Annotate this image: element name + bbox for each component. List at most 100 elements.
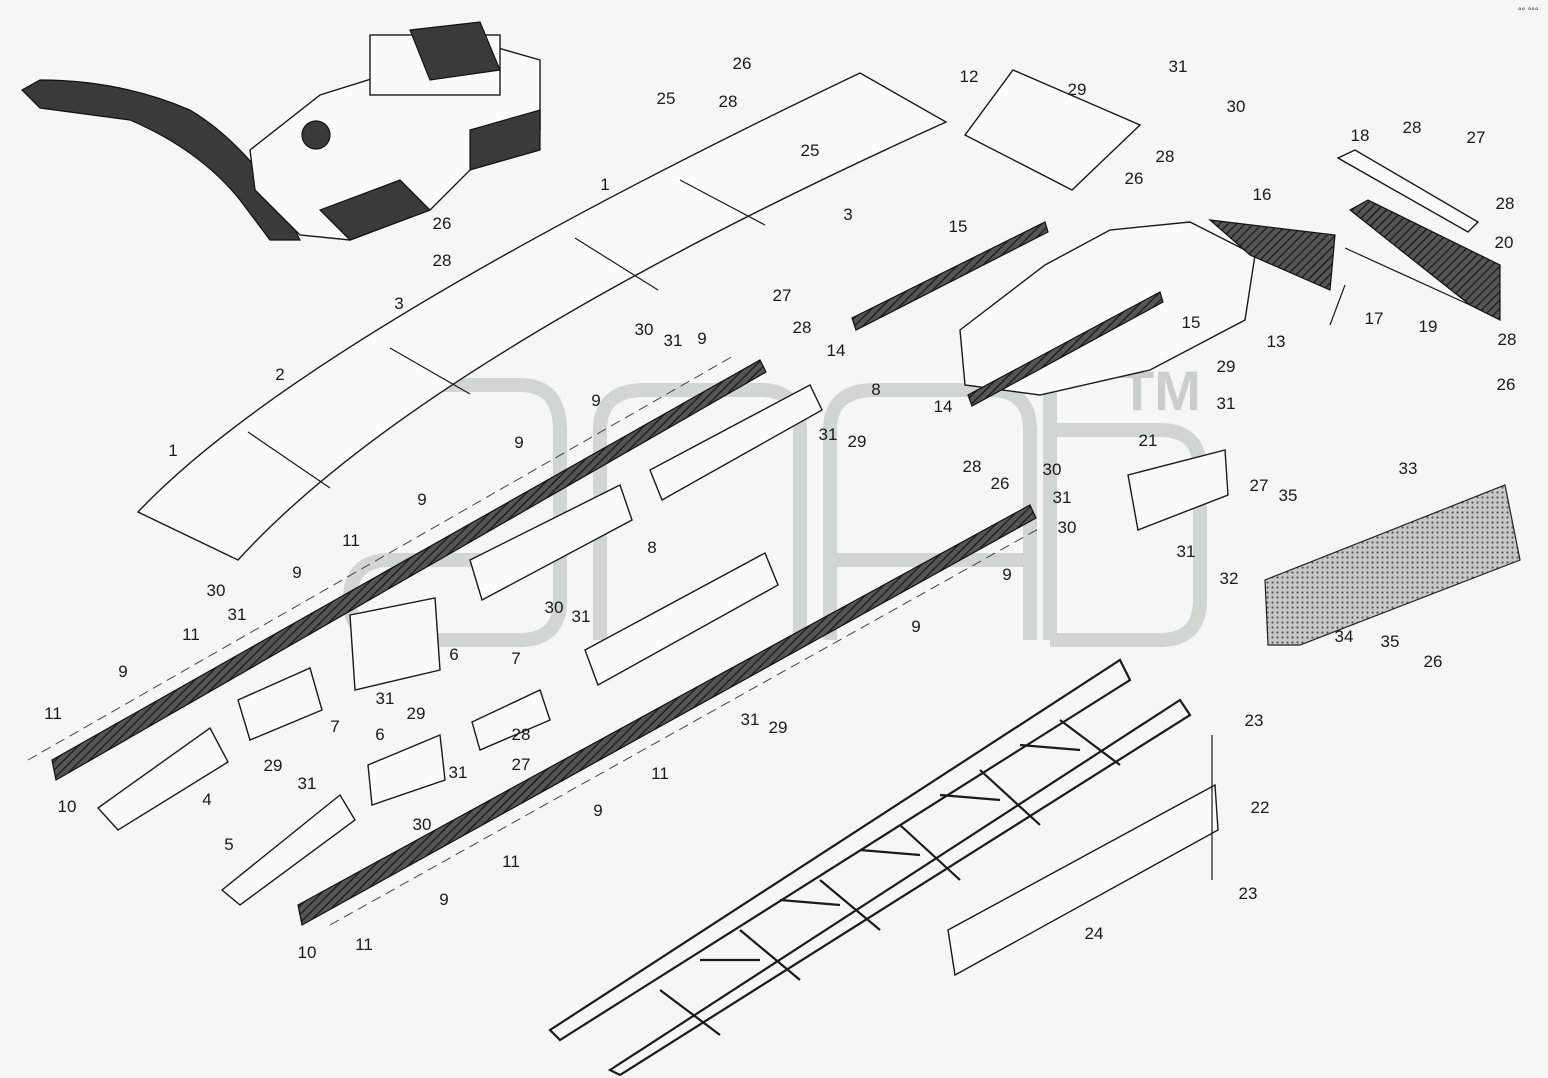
callout-label: 31: [1217, 394, 1236, 413]
callout-label: 28: [963, 457, 982, 476]
callout-label: 6: [449, 645, 458, 664]
callout-label: 9: [911, 617, 920, 636]
callout-label: 8: [647, 538, 656, 557]
callout-label: 30: [1227, 97, 1246, 116]
callout-label: 18: [1351, 126, 1370, 145]
callout-label: 13: [1267, 332, 1286, 351]
callout-label: 29: [769, 718, 788, 737]
callout-label: 30: [1058, 518, 1077, 537]
callout-label: 26: [1125, 169, 1144, 188]
part-4-bracket: [96, 726, 229, 831]
callout-label: 9: [514, 433, 523, 452]
part-6-bracket-upper: [349, 597, 441, 691]
callout-label: 11: [651, 764, 669, 783]
callout-label: 28: [1496, 194, 1515, 213]
callout-label: 35: [1279, 486, 1298, 505]
callout-label: 29: [407, 704, 426, 723]
callout-label: 28: [433, 251, 452, 270]
callout-label: 26: [1497, 375, 1516, 394]
callout-label: 15: [949, 217, 968, 236]
part-8-plate-lower: [584, 552, 779, 687]
callout-label: 27: [773, 286, 792, 305]
callout-label: 29: [264, 756, 283, 775]
callout-label: 9: [591, 391, 600, 410]
callout-label: 30: [413, 815, 432, 834]
part-12-cover: [963, 69, 1142, 191]
callout-label: 3: [843, 205, 852, 224]
callout-label: 1: [168, 441, 177, 460]
callout-label: 25: [801, 141, 820, 160]
callout-label: 9: [1002, 565, 1011, 584]
part-24-plate: [947, 783, 1219, 977]
callout-label: 11: [355, 935, 373, 954]
part-19-strip: [1344, 247, 1471, 306]
callout-label: 30: [1043, 460, 1062, 479]
callout-label: 17: [1365, 309, 1384, 328]
corner-mark: °° °°°: [1518, 6, 1539, 16]
callout-label: 11: [342, 531, 360, 550]
callout-label: 24: [1085, 924, 1104, 943]
part-15-strip-lower: [967, 291, 1164, 407]
callout-label: 4: [202, 790, 211, 809]
callout-label: 31: [228, 605, 247, 624]
callout-label: 31: [819, 425, 838, 444]
callout-label: 31: [298, 774, 317, 793]
part-18-plate: [1336, 149, 1480, 233]
callout-label: 14: [827, 341, 846, 360]
callout-label: 29: [848, 432, 867, 451]
callout-label: 9: [118, 662, 127, 681]
callout-label: 35: [1381, 632, 1400, 651]
callout-label: 12: [960, 67, 979, 86]
callout-label: 21: [1139, 431, 1158, 450]
callout-label: 6: [375, 725, 384, 744]
callout-label: 26: [991, 474, 1010, 493]
callout-label: 8: [871, 380, 880, 399]
callout-label: 2: [275, 365, 284, 384]
part-15-strip-upper: [851, 221, 1049, 331]
callout-label: 7: [330, 717, 339, 736]
callout-label: 31: [741, 710, 760, 729]
callout-label: 30: [635, 320, 654, 339]
callout-label: 29: [1217, 357, 1236, 376]
callout-label: 26: [1424, 652, 1443, 671]
conveyor-truss-frame: [548, 658, 1192, 1077]
callout-label: 5: [224, 835, 233, 854]
callout-label: 11: [182, 625, 200, 644]
callout-label: 27: [1467, 128, 1486, 147]
callout-label: 3: [394, 294, 403, 313]
callout-label: 27: [1250, 476, 1269, 495]
callout-label: 31: [1053, 488, 1072, 507]
callout-label: 27: [512, 755, 531, 774]
conveyor-side-rails: [27, 354, 1041, 926]
callout-label: 25: [657, 89, 676, 108]
conveyor-cover-panels: [136, 72, 948, 561]
milling-machine-illustration: [21, 21, 541, 241]
callout-label: 9: [292, 563, 301, 582]
callout-label: 9: [593, 801, 602, 820]
callout-label: 16: [1253, 185, 1272, 204]
part-8-plate-mid: [469, 484, 633, 602]
callout-label: 14: [934, 397, 953, 416]
part-6-bracket-lower: [367, 733, 446, 806]
callout-label: 33: [1399, 459, 1418, 478]
callout-label: 20: [1495, 233, 1514, 252]
callout-label: 11: [502, 852, 520, 871]
callout-label: 31: [664, 331, 683, 350]
part-5-bracket: [220, 793, 356, 906]
callout-label: 28: [512, 725, 531, 744]
callout-label: 31: [376, 689, 395, 708]
callout-label: 31: [1169, 57, 1188, 76]
callout-label: 28: [793, 318, 812, 337]
callout-label: 32: [1220, 569, 1239, 588]
callout-label: 30: [545, 598, 564, 617]
callout-label: 26: [733, 54, 752, 73]
callout-label: 28: [1156, 147, 1175, 166]
callout-label: 7: [511, 649, 520, 668]
callout-label: 23: [1239, 884, 1258, 903]
part-21-panel: [1127, 449, 1229, 531]
part-8-plate-upper: [649, 384, 823, 502]
part-17-strip: [1329, 284, 1346, 326]
part-33-mesh-panel: [1264, 484, 1521, 646]
